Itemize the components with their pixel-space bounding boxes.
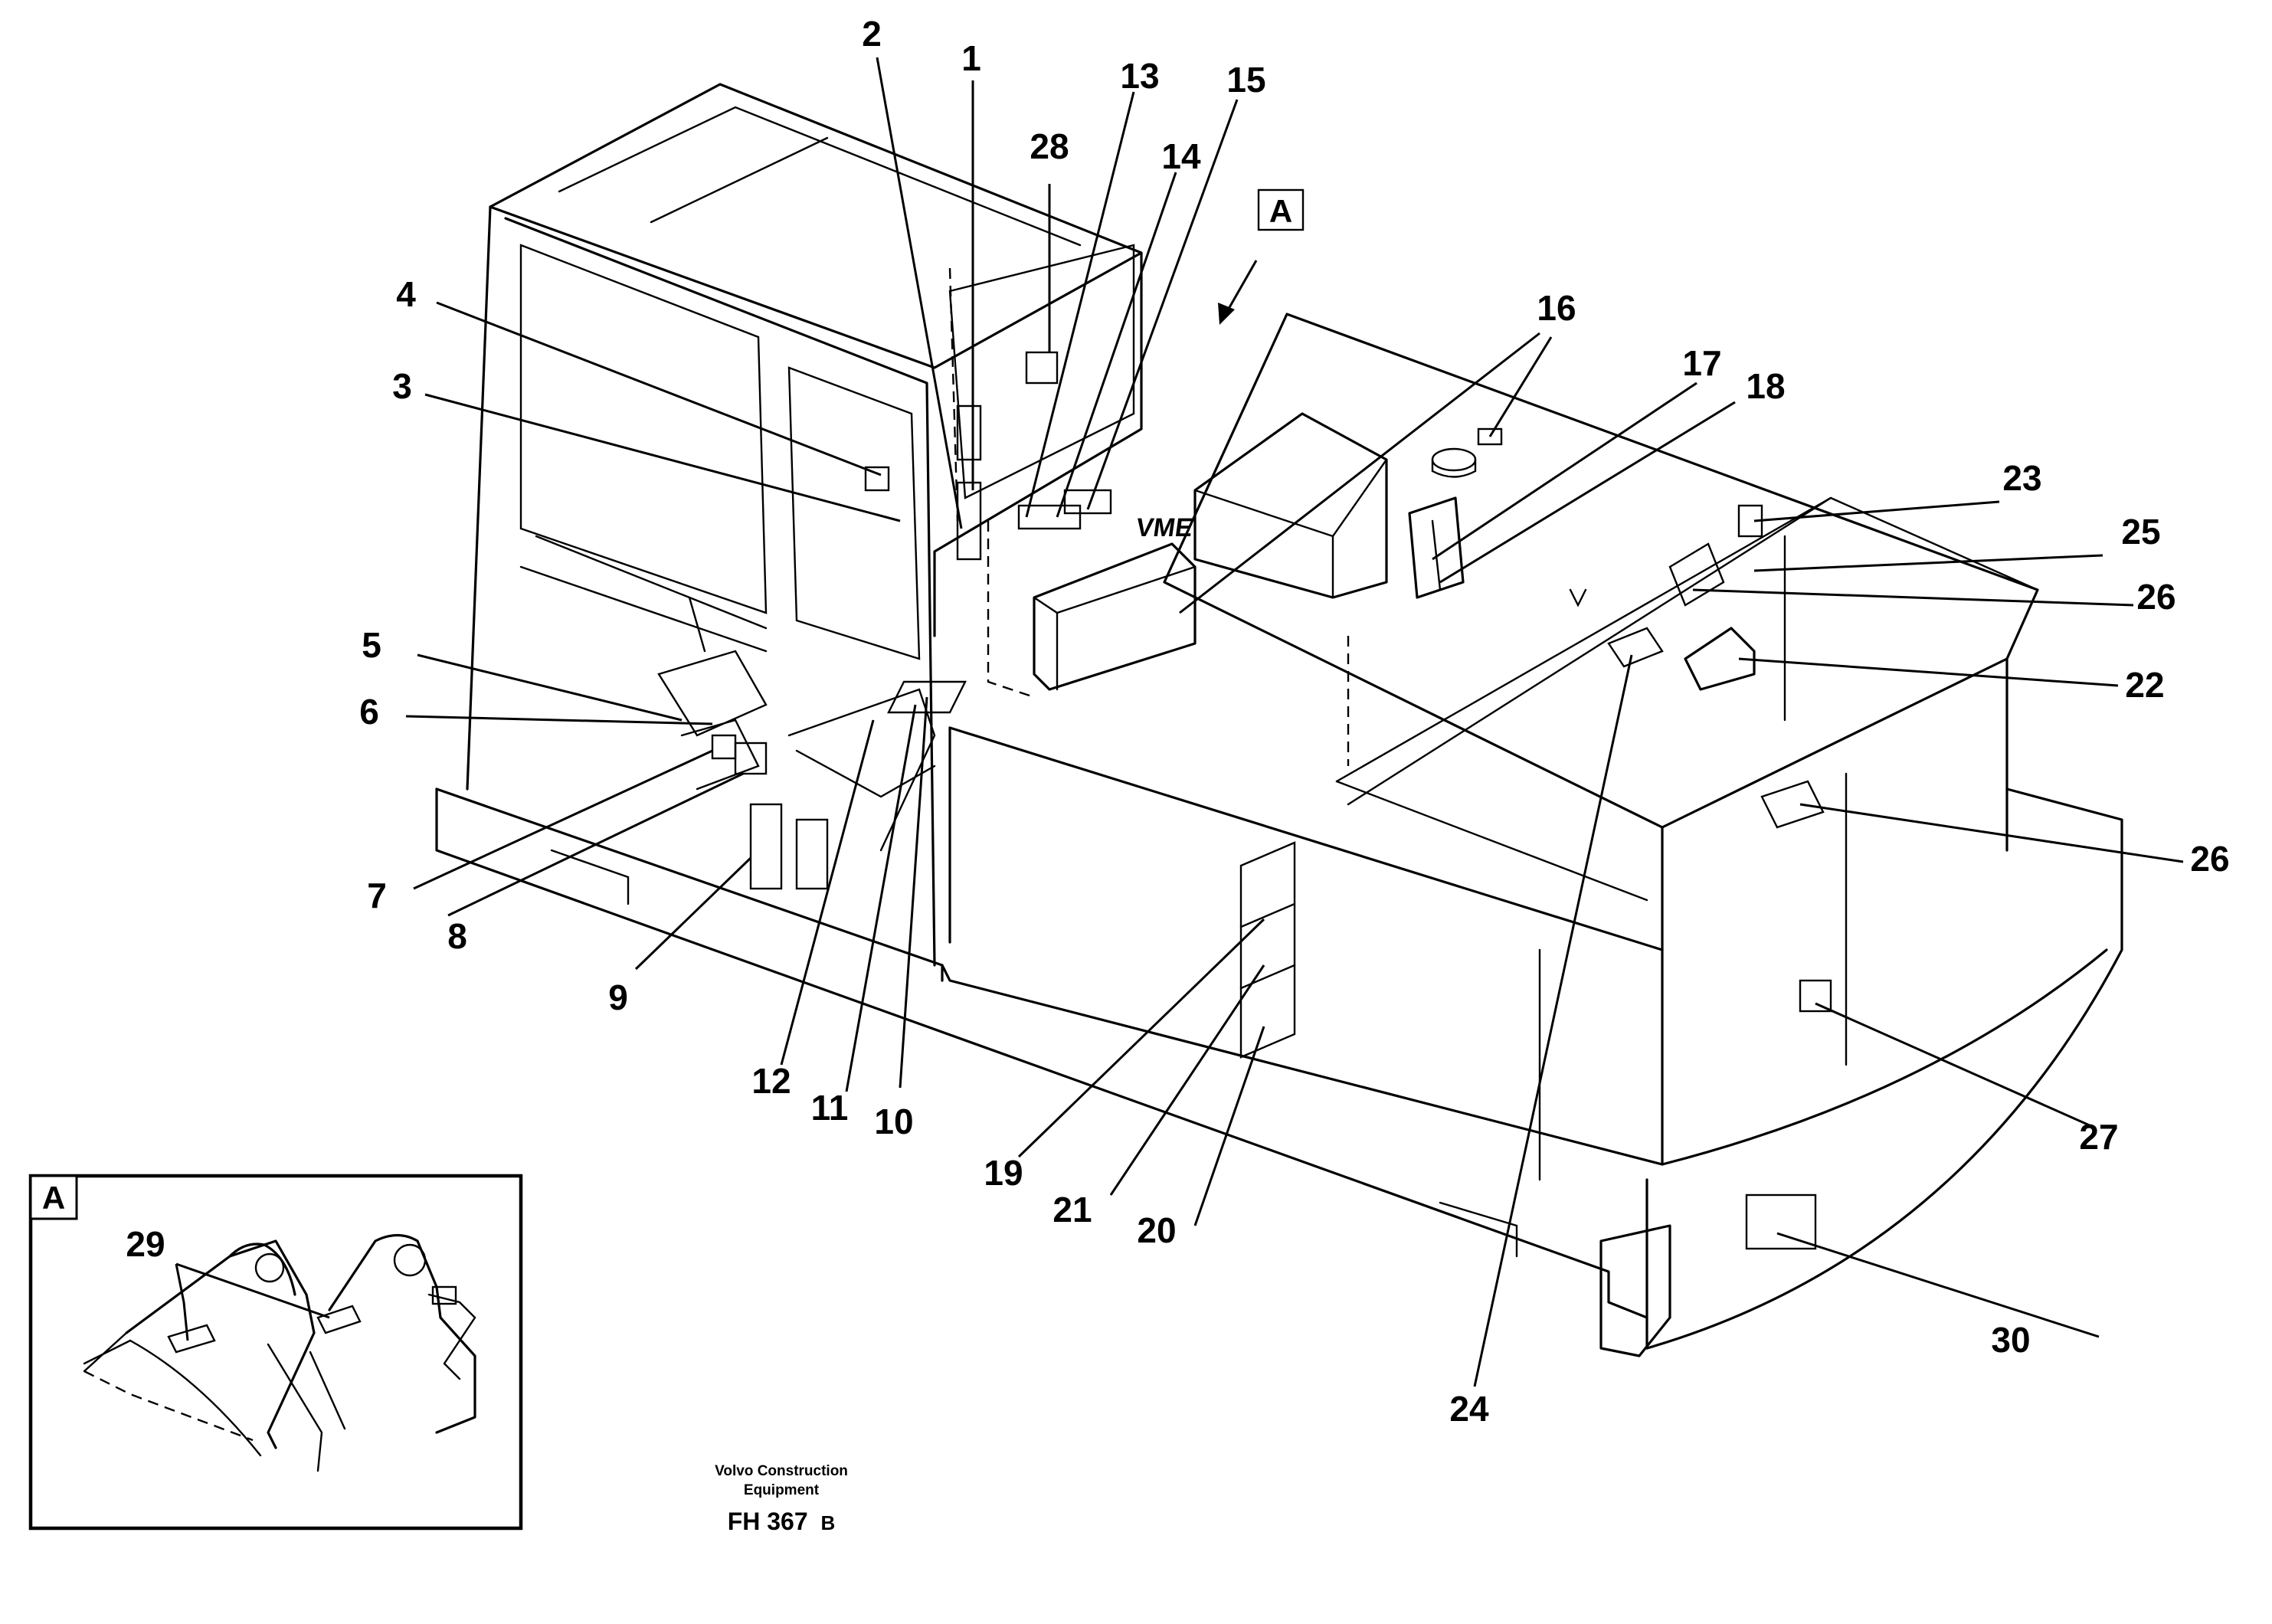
callout-8: 8: [447, 916, 467, 956]
callout-13: 13: [1120, 56, 1159, 96]
view-a-marker: A: [1218, 188, 1305, 325]
callout-22: 22: [2125, 665, 2164, 705]
callout-3: 3: [392, 366, 412, 406]
callout-23: 23: [2002, 458, 2041, 498]
callout-2: 2: [862, 14, 882, 54]
callout-4: 4: [396, 274, 416, 314]
callout-14: 14: [1161, 136, 1201, 176]
leader-lines: [405, 57, 2184, 1387]
machine-drawing: VME: [435, 83, 2123, 1357]
callout-15: 15: [1226, 60, 1265, 100]
machine-logo: VME: [1134, 513, 1195, 542]
callout-24: 24: [1449, 1389, 1489, 1429]
callout-27: 27: [2079, 1117, 2118, 1157]
callout-7: 7: [367, 876, 387, 915]
figure-id: FH 367: [727, 1508, 808, 1535]
callout-5: 5: [362, 625, 381, 665]
callout-17: 17: [1682, 343, 1721, 383]
callout-numbers: 1 2 3 4 5 6 7 8 9 10 11 12 13 14 15 16 1…: [359, 14, 2229, 1429]
callout-19: 19: [984, 1153, 1023, 1193]
view-label: A: [1269, 193, 1292, 229]
figure-caption: FH 367 B: [659, 1508, 904, 1536]
callout-28: 28: [1030, 126, 1069, 166]
callout-26: 26: [2136, 577, 2175, 617]
callout-25: 25: [2121, 512, 2160, 552]
callout-10: 10: [874, 1102, 913, 1141]
callout-11: 11: [811, 1088, 849, 1128]
callout-16: 16: [1537, 288, 1576, 328]
callout-6: 6: [359, 692, 379, 732]
callout-20: 20: [1137, 1210, 1176, 1250]
callout-21: 21: [1053, 1190, 1092, 1229]
view-arrow-icon: [1218, 303, 1235, 325]
company-line-2: Equipment: [743, 1482, 820, 1498]
callout-12: 12: [751, 1061, 791, 1101]
callout-29: 29: [126, 1224, 165, 1264]
inset-label: A: [42, 1180, 65, 1216]
figure-revision: B: [820, 1511, 836, 1534]
callout-26-second: 26: [2190, 839, 2229, 879]
decals: [711, 351, 1832, 1250]
callout-30: 30: [1991, 1320, 2030, 1360]
company-line-1: Volvo Construction: [715, 1463, 848, 1479]
company-caption: Volvo Construction Equipment: [659, 1462, 904, 1500]
callout-9: 9: [608, 977, 628, 1017]
callout-1: 1: [961, 38, 981, 78]
detail-inset: A 29: [28, 1174, 523, 1531]
callout-18: 18: [1746, 366, 1785, 406]
